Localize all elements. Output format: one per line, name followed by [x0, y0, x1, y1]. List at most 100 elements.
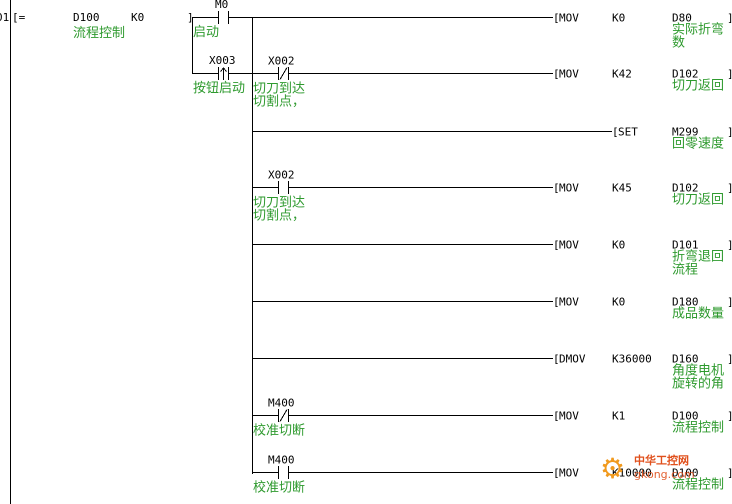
contact-m400[interactable] [278, 466, 289, 479]
watermark-name: 中华工控网 [634, 454, 689, 467]
instruction-source: K0 [612, 12, 625, 25]
instruction-name: MOV [559, 182, 579, 195]
instruction-source: K10000 [612, 467, 652, 480]
instruction-source: K36000 [612, 353, 652, 366]
instruction-destination: D102 [672, 68, 699, 81]
instruction-open: [ [612, 126, 619, 139]
instruction-open: [ [553, 467, 560, 480]
instruction-close: ] [727, 239, 732, 252]
destination-comment: 切刀返回 [672, 79, 724, 94]
contact-label: M400 [268, 454, 295, 467]
instruction-dmov[interactable]: [DMOV K36000 D160] [553, 353, 732, 366]
watermark-url: gkong.com [634, 468, 695, 481]
instruction-open: [ [553, 182, 560, 195]
contact-x002[interactable] [278, 181, 289, 194]
instruction-close: ] [727, 296, 732, 309]
contact-comment: 切刀到达 [253, 196, 305, 211]
instruction-destination: D80 [672, 12, 692, 25]
instruction-name: MOV [559, 296, 579, 309]
contact-x002[interactable] [278, 67, 289, 80]
compare-operand-2[interactable]: K0 [131, 11, 144, 24]
rung-6: [MOV K0 D180]成品数量 [252, 296, 732, 322]
instruction-destination: D160 [672, 353, 699, 366]
contact-comment: 校准切断 [253, 480, 305, 496]
contact-comment: 切割点， [253, 208, 305, 224]
instruction-destination: D102 [672, 182, 699, 195]
instruction-destination: D180 [672, 296, 699, 309]
instruction-name: MOV [559, 467, 579, 480]
instruction-name: MOV [559, 12, 579, 25]
instruction-open: [ [553, 239, 560, 252]
instruction-mov[interactable]: [MOV K10000 D100] [553, 467, 732, 480]
instruction-source: K0 [612, 239, 625, 252]
instruction-close: ] [727, 12, 732, 25]
contact-x003-label: X003 [209, 54, 236, 67]
instruction-name: DMOV [559, 353, 586, 366]
destination-comment: 旋转的角 [672, 376, 724, 392]
instruction-close: ] [727, 126, 732, 139]
instruction-mov[interactable]: [MOV K0 D180] [553, 296, 732, 309]
compare-comment: 流程控制 [73, 26, 125, 41]
compare-operand-1[interactable]: D100 [73, 11, 100, 24]
contact-m0-comment: 启动 [193, 25, 219, 40]
instruction-operand: M299 [672, 126, 699, 139]
instruction-close: ] [727, 410, 732, 423]
instruction-name: MOV [559, 68, 579, 81]
instruction-source: K1 [612, 410, 625, 423]
instruction-close: ] [727, 353, 732, 366]
destination-comment: 数 [672, 36, 685, 51]
contact-label: X002 [268, 55, 295, 68]
destination-comment: 折弯退回 [672, 249, 724, 265]
instruction-destination: D100 [672, 410, 699, 423]
compare-operator[interactable]: [= [12, 11, 26, 24]
contact-comment: 切割点， [253, 94, 305, 110]
rungs-group: [MOVK0D80]实际折弯数X002切刀到达切割点，[MOVK42D102]切… [252, 12, 732, 496]
contact-x003-comment: 按钮启动 [193, 81, 245, 96]
rung-3: [SET M299]回零速度 [252, 126, 732, 152]
instruction-close: ] [727, 467, 732, 480]
destination-comment: 成品数量 [672, 307, 724, 322]
contact-comment: 校准切断 [253, 423, 305, 439]
contact-label: X002 [268, 169, 295, 182]
watermark: ⚙ 中华工控网 gkong.com [600, 450, 730, 496]
contact-m400[interactable] [278, 409, 289, 422]
contact-comment: 切刀到达 [253, 82, 305, 97]
instruction-close: ] [727, 182, 732, 195]
instruction-name: SET [618, 126, 638, 139]
contact-m0[interactable] [218, 11, 229, 24]
destination-comment: 切刀返回 [672, 193, 724, 208]
destination-comment: 回零速度 [672, 136, 724, 152]
contact-m0-label: M0 [215, 0, 228, 11]
contact-label: M400 [268, 397, 295, 410]
instruction-source: K42 [612, 68, 632, 81]
destination-comment: 流程 [672, 263, 698, 278]
instruction-close: ] [727, 68, 732, 81]
instruction-name: MOV [559, 410, 579, 423]
instruction-mov[interactable]: [MOV K45 D102] [553, 182, 732, 195]
contact-x003-rising-edge[interactable] [218, 67, 229, 80]
instruction-open: [ [553, 296, 560, 309]
instruction-name: MOV [559, 239, 579, 252]
destination-comment: 流程控制 [672, 421, 724, 436]
instruction-set[interactable]: [SET M299] [612, 126, 732, 139]
destination-comment: 流程控制 [672, 478, 724, 493]
gear-icon: ⚙ [600, 452, 626, 485]
instruction-open: [ [553, 353, 560, 366]
instruction-source: K45 [612, 182, 632, 195]
instruction-source: K0 [612, 296, 625, 309]
rung-9: M400 校准切断 [MOV K10000 D100]流程控制 [252, 454, 732, 496]
destination-comment: 实际折弯 [672, 22, 724, 38]
instruction-destination: D100 [672, 467, 699, 480]
step-number: 01 [0, 11, 9, 24]
destination-comment: 角度电机 [672, 363, 724, 379]
